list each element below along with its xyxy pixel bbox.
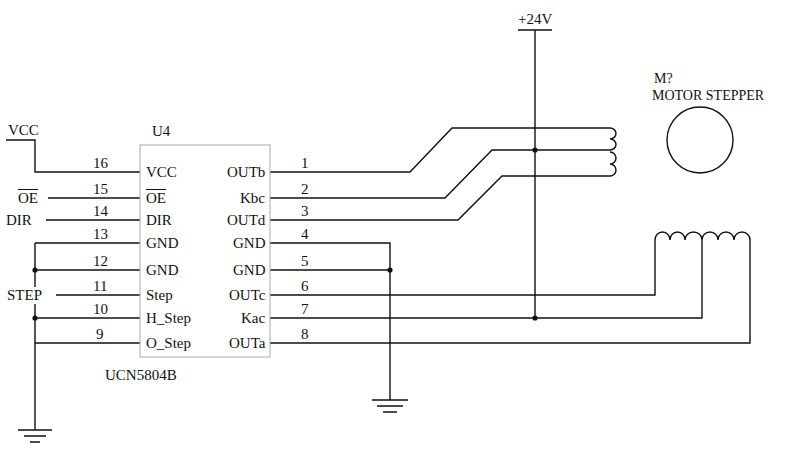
pin-name: OUTb [227, 164, 265, 181]
signal-name: DIR [6, 212, 32, 229]
pin-name: GND [146, 235, 179, 252]
pin-number: 16 [93, 155, 108, 172]
pin-name: GND [233, 262, 266, 279]
pin-name: GND [146, 262, 179, 279]
outd-wire [270, 176, 610, 220]
signal-name: STEP [6, 287, 43, 304]
pin-number: 14 [93, 203, 108, 220]
outa-wire [270, 240, 750, 343]
supply-label: +24V [518, 11, 552, 28]
pin-number: 10 [93, 301, 108, 318]
pin-name: Step [146, 287, 173, 304]
kbc-wire [270, 150, 610, 198]
pin-number: 6 [301, 278, 309, 295]
pin-number: 2 [301, 181, 309, 198]
signal-name: OE [18, 190, 38, 207]
stepper-motor: M?MOTOR STEPPER [666, 106, 734, 174]
pin-name: GND [233, 235, 266, 252]
pin-number: 1 [301, 155, 309, 172]
pin-number: 9 [96, 326, 104, 343]
part-name: MOTOR STEPPER [652, 88, 764, 103]
ground-rail [35, 243, 140, 430]
part-designator: M? [654, 71, 673, 86]
step-wire [56, 294, 140, 295]
coil-winding [655, 232, 750, 240]
ic-outline [140, 145, 270, 357]
pin-number: 15 [93, 181, 108, 198]
coil-winding [610, 128, 616, 176]
pin-number: 3 [301, 203, 309, 220]
pin-name: DIR [146, 212, 172, 229]
part-designator: U4 [152, 123, 170, 140]
part-number: UCN5804B [105, 367, 177, 384]
pin-number: 12 [93, 253, 108, 270]
pin-number: 7 [301, 301, 309, 318]
dir-wire [46, 219, 140, 220]
pin-name: O_Step [146, 335, 191, 352]
gnd-wire [270, 243, 390, 400]
pin-name: OUTc [229, 287, 265, 304]
ground-symbol [372, 400, 408, 412]
signal-name: VCC [8, 122, 39, 139]
pin-number: 11 [93, 278, 107, 295]
pin-number: 4 [301, 226, 309, 243]
pin-name: Kbc [240, 190, 265, 207]
supply-wire [518, 30, 552, 318]
oe-wire [48, 197, 140, 198]
ground-symbol [18, 430, 52, 442]
kac-wire [270, 240, 702, 318]
pin-name: H_Step [146, 310, 191, 327]
pin-name: OE [146, 190, 166, 207]
pin-name: OUTa [229, 335, 265, 352]
pin-number: 5 [301, 253, 309, 270]
pin-number: 13 [93, 226, 108, 243]
junction-dots [32, 147, 537, 320]
pin-number: 8 [301, 326, 309, 343]
motor-circle [666, 106, 734, 174]
pin-name: Kac [241, 310, 265, 327]
vcc-wire [6, 140, 140, 172]
outc-wire [270, 240, 655, 295]
pin-name: OUTd [227, 212, 265, 229]
pin-name: VCC [146, 164, 177, 181]
